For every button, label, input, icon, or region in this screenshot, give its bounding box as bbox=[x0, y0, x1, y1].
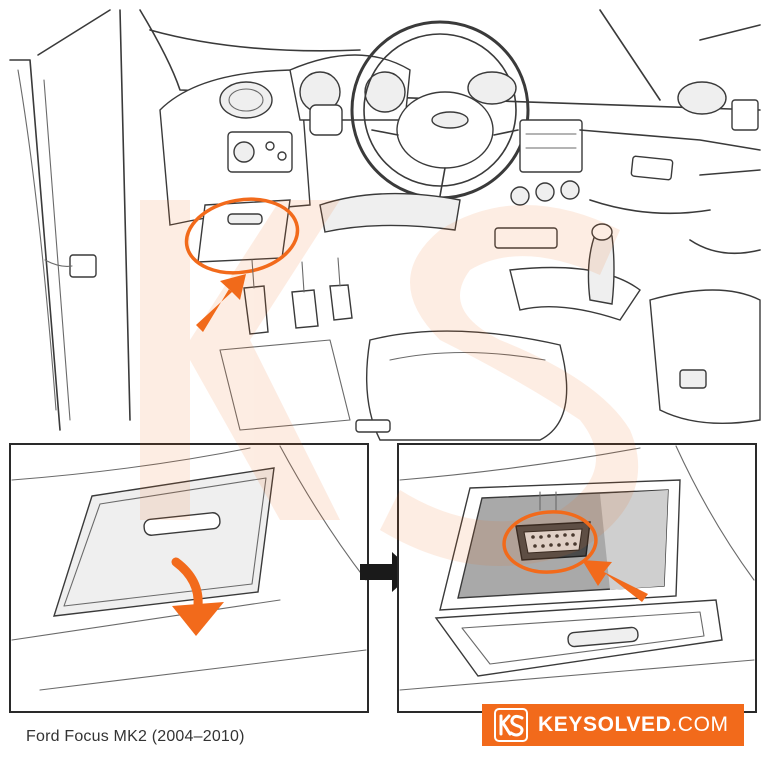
brand-name-main: KEYSOLVED bbox=[538, 713, 672, 736]
cover-closed-panel bbox=[9, 443, 369, 713]
interior-overview-panel bbox=[9, 9, 761, 441]
pointer-arrow-icon bbox=[196, 274, 246, 332]
brand-name-suffix: .COM bbox=[671, 713, 729, 736]
cover-open-panel bbox=[397, 443, 757, 713]
caption: Ford Focus MK2 (2004–2010) bbox=[26, 728, 245, 745]
brand-badge: KEYSOLVED.COM bbox=[482, 704, 744, 746]
brand-name: KEYSOLVED.COM bbox=[538, 713, 729, 737]
down-arrow-icon bbox=[171, 557, 224, 636]
keysolved-logo-icon bbox=[494, 708, 528, 742]
pointer-arrow-icon bbox=[582, 560, 648, 602]
keysolved-watermark-icon bbox=[140, 200, 639, 566]
